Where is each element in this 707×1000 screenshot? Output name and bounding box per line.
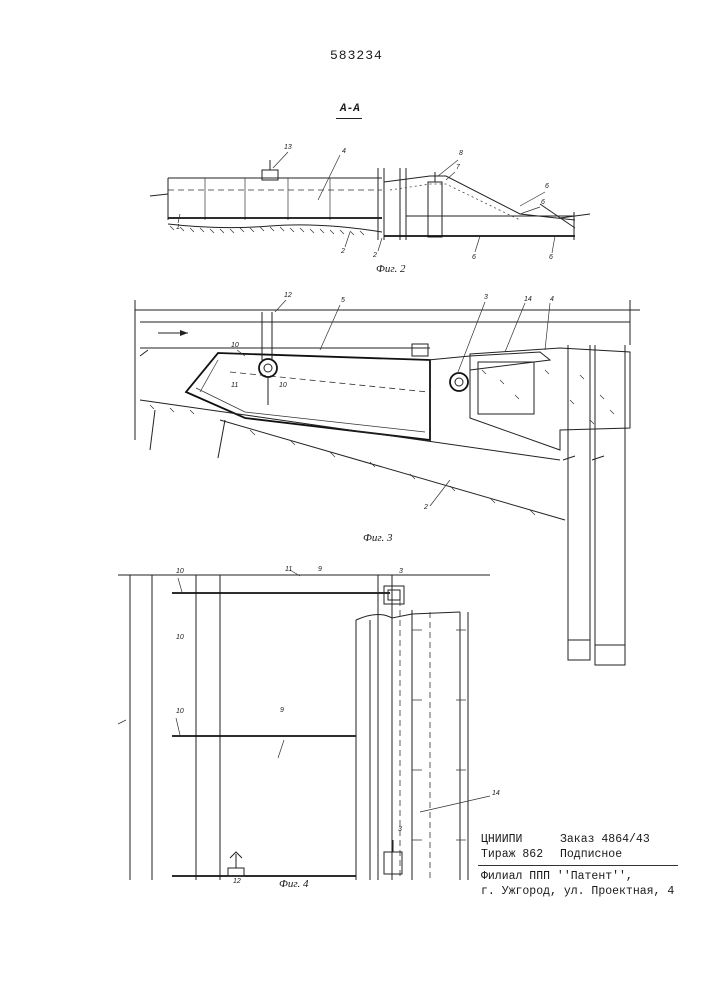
pub-branch: Филиал ППП ''Патент'',: [481, 870, 633, 883]
fig4-label-11: 11: [285, 566, 292, 573]
fig4-label-3a: 3: [399, 568, 403, 575]
fig3-drawing: [135, 300, 640, 665]
fig4-label-3b: 3: [398, 826, 402, 833]
fig4-label-10b: 10: [176, 634, 184, 641]
fig2-caption: Фиг. 2: [376, 263, 406, 275]
fig2-label-6c: 6: [472, 254, 476, 261]
fig2-label-6a: 6: [545, 183, 549, 190]
fig4-label-9a: 9: [318, 566, 322, 573]
pub-divider: [478, 865, 678, 866]
pub-order: Заказ 4864/43: [560, 833, 650, 846]
fig3-label-5: 5: [341, 297, 345, 304]
fig3-label-11: 11: [231, 382, 238, 389]
fig4-label-10c: 10: [176, 708, 184, 715]
pub-subscription: Подписное: [560, 848, 622, 861]
fig2-label-1: 1: [176, 224, 180, 231]
pub-address: г. Ужгород, ул. Проектная, 4: [481, 885, 674, 898]
fig4-label-10a: 10: [176, 568, 184, 575]
fig2-label-6d: 6: [549, 254, 553, 261]
fig4-drawing: [118, 570, 490, 880]
pub-org: ЦНИИПИ: [481, 833, 522, 846]
fig4-label-9b: 9: [280, 707, 284, 714]
fig2-drawing: [150, 152, 590, 253]
fig2-label-8: 8: [459, 150, 463, 157]
fig4-caption: Фиг. 4: [279, 878, 309, 890]
fig2-label-7: 7: [456, 164, 460, 171]
fig2-label-4: 4: [342, 148, 346, 155]
fig3-label-12: 12: [284, 292, 292, 299]
fig3-label-10a: 10: [231, 342, 239, 349]
fig3-label-14: 14: [524, 296, 532, 303]
fig3-label-4: 4: [550, 296, 554, 303]
fig4-label-14: 14: [492, 790, 500, 797]
fig3-caption: Фиг. 3: [363, 532, 393, 544]
fig3-label-10b: 10: [279, 382, 287, 389]
pub-run: Тираж 862: [481, 848, 543, 861]
fig2-label-6b: 6: [541, 199, 545, 206]
fig3-label-2: 2: [424, 504, 428, 511]
fig2-label-13: 13: [284, 144, 292, 151]
fig2-label-2b: 2: [373, 252, 377, 259]
fig2-label-2a: 2: [341, 248, 345, 255]
fig4-label-12: 12: [233, 878, 241, 885]
fig3-label-3: 3: [484, 294, 488, 301]
